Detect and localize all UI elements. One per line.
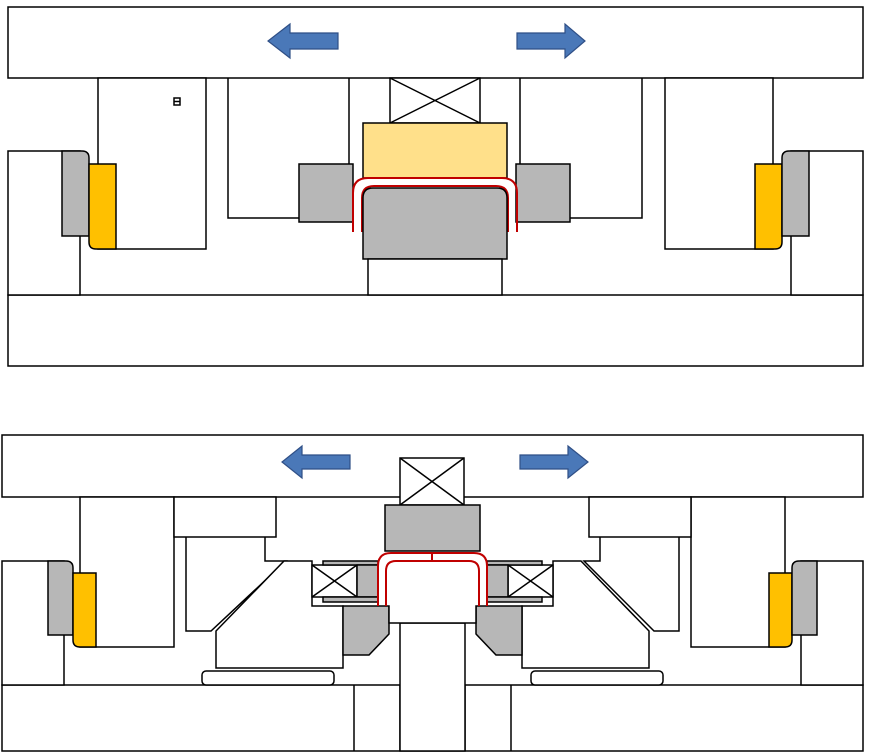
top-right-gray-slide [515,163,571,223]
bottom-pressure-pad [384,504,481,552]
arrow-right-icon [516,22,586,60]
top-pressure-pad [362,122,508,179]
bottom-right-driver-top [588,496,692,538]
cross-box-line-b [507,564,554,598]
top-right-gray-plate [781,150,810,237]
top-left-gray-slide [298,163,354,223]
top-left-slide-holder [227,78,299,219]
bottom-left-gray-plate [47,560,74,636]
top-right-slide-holder [570,78,643,219]
bottom-right-gold-plate [768,572,793,648]
top-right-gold-plate [754,163,783,250]
bottom-die-assembly [1,434,864,752]
bottom-right-gray-slide [475,605,523,656]
bottom-left-driver-top [173,496,277,538]
top-left-gray-plate [61,150,90,237]
arrow-left-icon [281,444,351,480]
top-gray-punch [362,187,508,260]
bottom-punch-head [388,606,477,624]
bottom-right-slide-base [530,670,664,686]
top-left-gold-plate [88,163,117,250]
bottom-right-gray-plate [791,560,818,636]
cross-box-line-b [389,77,481,124]
arrow-left-icon [267,22,339,60]
bottom-sheet-inner [385,560,480,606]
cross-box-line-b [399,457,465,506]
top-sheet-outer [352,177,518,232]
bottom-right-guide-strip-side [486,564,509,598]
bottom-left-gray-slide [342,605,390,656]
bottom-right-guide-strip-bottom [486,596,543,603]
bottom-left-driver-wedge [185,537,288,632]
top-sheet-inner [361,185,509,232]
bottom-left-gold-plate [72,572,97,648]
bottom-punch-post [399,622,466,752]
bottom-left-guide-strip-bottom [322,596,379,603]
top-upper-plate [7,6,864,79]
arrow-right-icon [519,444,589,480]
bottom-right-driver-wedge [582,537,680,632]
top-die-assembly [7,6,864,367]
top-lower-plate [7,294,864,367]
cross-box-line-b [311,564,358,598]
bottom-left-guide-strip-side [356,564,379,598]
top-punch-post [367,258,503,296]
bottom-left-slide-base [201,670,335,686]
